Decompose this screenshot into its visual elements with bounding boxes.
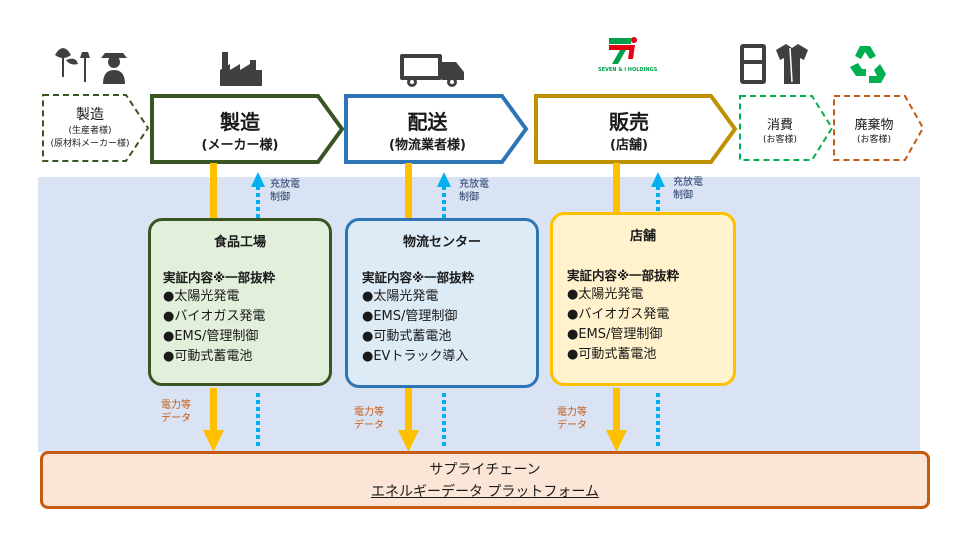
- facility-title: 物流センター: [402, 235, 481, 250]
- control-up-head-3: [651, 172, 665, 187]
- stage-sales-sub: (店舗): [610, 138, 648, 153]
- stage-consumption-title: 消費: [766, 118, 793, 133]
- data-label-2: 電力等データ: [354, 407, 384, 431]
- stage-delivery-shape: [344, 94, 529, 164]
- truck-icon: [400, 54, 464, 87]
- flow-down-bar-3a: [613, 163, 620, 213]
- flow-down-head-1: [203, 430, 224, 452]
- facility-subtitle: 実証内容※一部抜粋: [362, 270, 475, 285]
- flow-down-bar-3b: [613, 388, 620, 432]
- facility-item: ●太陽光発電: [163, 289, 240, 304]
- stage-delivery-title: 配送: [407, 110, 448, 134]
- facility-item: ●太陽光発電: [567, 287, 644, 302]
- facility-item: ●可動式蓄電池: [163, 349, 253, 364]
- facility-item: ●太陽光発電: [362, 289, 439, 304]
- facility-box-store: 店舗 実証内容※一部抜粋 ●太陽光発電 ●バイオガス発電 ●EMS/管理制御 ●…: [550, 212, 736, 386]
- flow-down-bar-1a: [210, 163, 217, 218]
- control-label-3: 充放電制御: [673, 177, 703, 201]
- platform-line1: サプライチェーン: [429, 462, 541, 478]
- stage-manufacture-title: 製造: [220, 110, 260, 134]
- facility-item: ●EMS/管理制御: [362, 309, 458, 324]
- facility-title: 食品工場: [213, 235, 266, 250]
- facility-subtitle: 実証内容※一部抜粋: [567, 268, 680, 283]
- facility-item: ●バイオガス発電: [163, 309, 266, 324]
- stage-waste-sub: (お客様): [856, 135, 892, 145]
- consumer-icon: [740, 44, 808, 84]
- farmer-icon: [55, 48, 127, 84]
- flow-down-bar-1b: [210, 388, 217, 432]
- facility-item: ●可動式蓄電池: [567, 347, 657, 362]
- stage-producer-sub2: (原材料メーカー様): [50, 139, 130, 149]
- facility-subtitle: 実証内容※一部抜粋: [163, 270, 276, 285]
- facility-item: ●EMS/管理制御: [567, 327, 663, 342]
- recycle-icon: [850, 46, 886, 83]
- stage-waste-shape: [833, 95, 925, 161]
- stage-sales-shape: [534, 94, 738, 164]
- stage-manufacture-sub: (メーカー様): [201, 138, 279, 153]
- control-label-1: 充放電制御: [270, 179, 300, 203]
- facility-title: 店舗: [629, 229, 656, 244]
- facility-box-logistics: 物流センター 実証内容※一部抜粋 ●太陽光発電 ●EMS/管理制御 ●可動式蓄電…: [345, 218, 539, 388]
- stage-producer-sub: (生産者様): [68, 126, 112, 136]
- facility-item: ●EVトラック導入: [362, 349, 469, 364]
- control-up-head-2: [437, 172, 451, 187]
- flow-down-bar-2a: [405, 163, 412, 218]
- facility-item: ●EMS/管理制御: [163, 329, 259, 344]
- facility-box-factory: 食品工場 実証内容※一部抜粋 ●太陽光発電 ●バイオガス発電 ●EMS/管理制御…: [148, 218, 332, 386]
- stage-producer-title: 製造: [76, 107, 104, 123]
- stage-consumption-shape: [739, 95, 834, 161]
- stage-manufacture-shape: [150, 94, 345, 164]
- logo-text: SEVEN & i HOLDINGS: [598, 67, 658, 73]
- flow-down-bar-2b: [405, 388, 412, 432]
- stage-producer-shape: [42, 94, 150, 162]
- facility-item: ●バイオガス発電: [567, 307, 670, 322]
- facility-item: ●可動式蓄電池: [362, 329, 452, 344]
- stage-delivery-sub: (物流業者様): [389, 138, 466, 153]
- data-label-3: 電力等データ: [557, 407, 587, 431]
- platform-line2: エネルギーデータ プラットフォーム: [370, 484, 600, 500]
- flow-down-head-3: [606, 430, 627, 452]
- stage-waste-title: 廃棄物: [854, 118, 894, 133]
- stage-consumption-sub: (お客様): [762, 135, 798, 145]
- flow-down-head-2: [398, 430, 419, 452]
- factory-icon: [220, 52, 262, 86]
- data-label-1: 電力等データ: [161, 400, 191, 424]
- control-label-2: 充放電制御: [459, 179, 489, 203]
- energy-data-platform: サプライチェーン エネルギーデータ プラットフォーム: [40, 451, 930, 509]
- stage-sales-title: 販売: [609, 110, 649, 134]
- seven-i-logo: [609, 37, 637, 64]
- control-up-head-1: [251, 172, 265, 187]
